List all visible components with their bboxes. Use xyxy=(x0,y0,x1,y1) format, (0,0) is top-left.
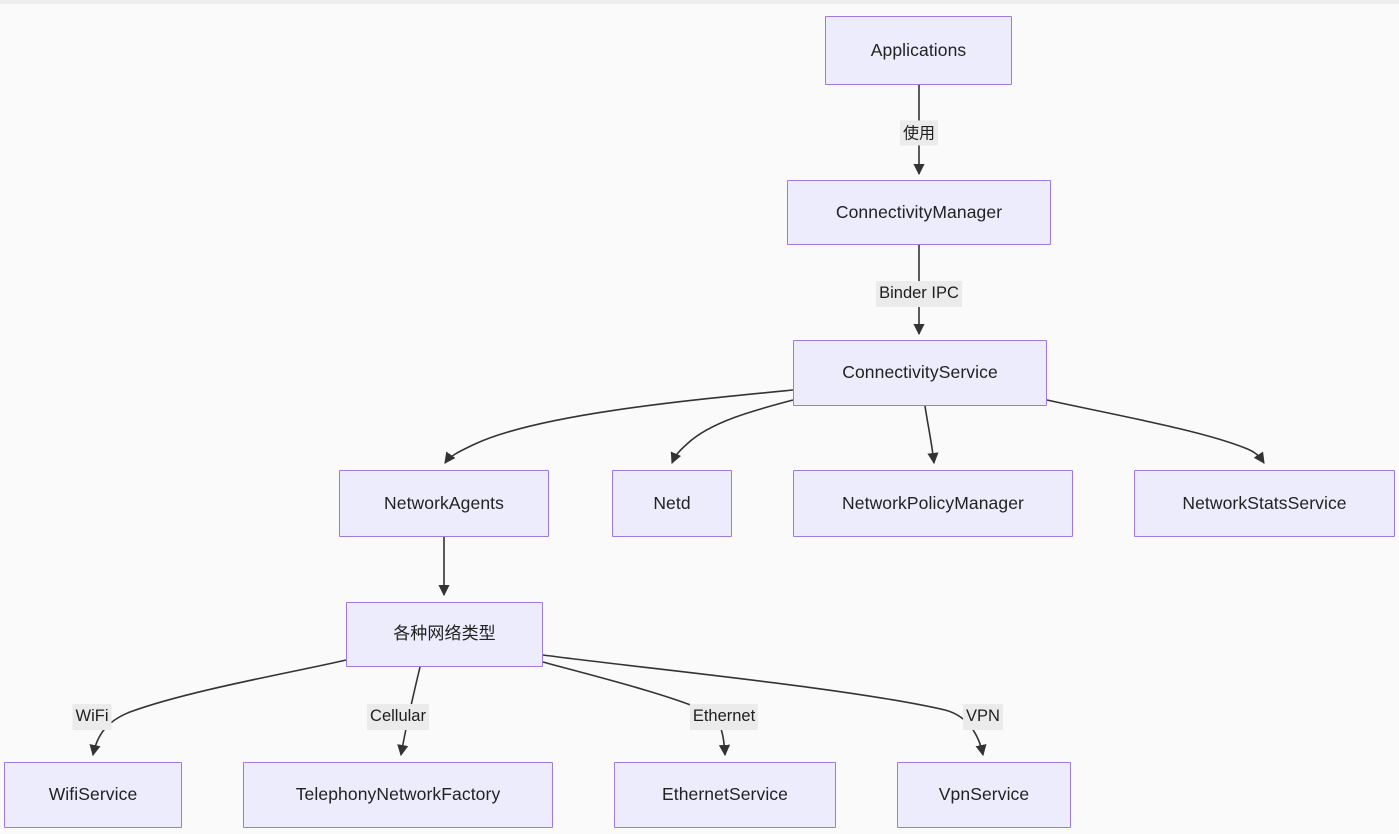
node-label: NetworkAgents xyxy=(384,492,504,513)
node-wifi-service[interactable]: WifiService xyxy=(4,762,182,828)
node-label: NetworkPolicyManager xyxy=(842,492,1024,513)
node-label: EthernetService xyxy=(661,784,788,805)
edge-networktypes-wifiservice xyxy=(89,659,347,757)
edge-label-wifi: WiFi xyxy=(72,704,112,730)
edge-label-vpn: VPN xyxy=(963,704,1003,730)
node-label: NetworkStatsService xyxy=(1182,492,1347,513)
node-label: VpnService xyxy=(938,784,1030,805)
node-label: WifiService xyxy=(48,784,138,805)
top-edge-strip xyxy=(0,0,1399,4)
node-network-agents[interactable]: NetworkAgents xyxy=(339,470,549,537)
edge-connectivityservice-networkagents xyxy=(444,389,794,464)
node-label: ConnectivityManager xyxy=(835,201,1003,222)
node-label: Applications xyxy=(870,39,967,60)
node-label: ConnectivityService xyxy=(842,362,998,383)
edge-label-ethernet: Ethernet xyxy=(689,704,759,730)
node-vpn-service[interactable]: VpnService xyxy=(897,762,1071,828)
node-netd[interactable]: Netd xyxy=(612,470,732,537)
node-connectivity-service[interactable]: ConnectivityService xyxy=(793,340,1047,406)
node-applications[interactable]: Applications xyxy=(825,16,1012,85)
edge-label-binder-ipc: Binder IPC xyxy=(876,281,962,307)
node-network-types[interactable]: 各种网络类型 xyxy=(346,602,543,667)
node-network-stats-service[interactable]: NetworkStatsService xyxy=(1134,470,1395,537)
node-ethernet-service[interactable]: EthernetService xyxy=(614,762,836,828)
edge-networktypes-vpnservice xyxy=(542,654,987,757)
node-connectivity-manager[interactable]: ConnectivityManager xyxy=(787,180,1051,245)
node-network-policy-manager[interactable]: NetworkPolicyManager xyxy=(793,470,1073,537)
node-label: Netd xyxy=(653,492,691,513)
node-telephony-network-factory[interactable]: TelephonyNetworkFactory xyxy=(243,762,553,828)
edge-label-usage: 使用 xyxy=(899,120,939,146)
node-label: 各种网络类型 xyxy=(393,623,496,644)
edge-connectivityservice-netd xyxy=(670,399,794,465)
node-label: TelephonyNetworkFactory xyxy=(295,784,501,805)
edge-connectivityservice-networkstatsservice xyxy=(1046,399,1265,464)
edge-connectivityservice-networkpolicymanager xyxy=(924,405,939,465)
edge-label-cellular: Cellular xyxy=(367,704,429,730)
